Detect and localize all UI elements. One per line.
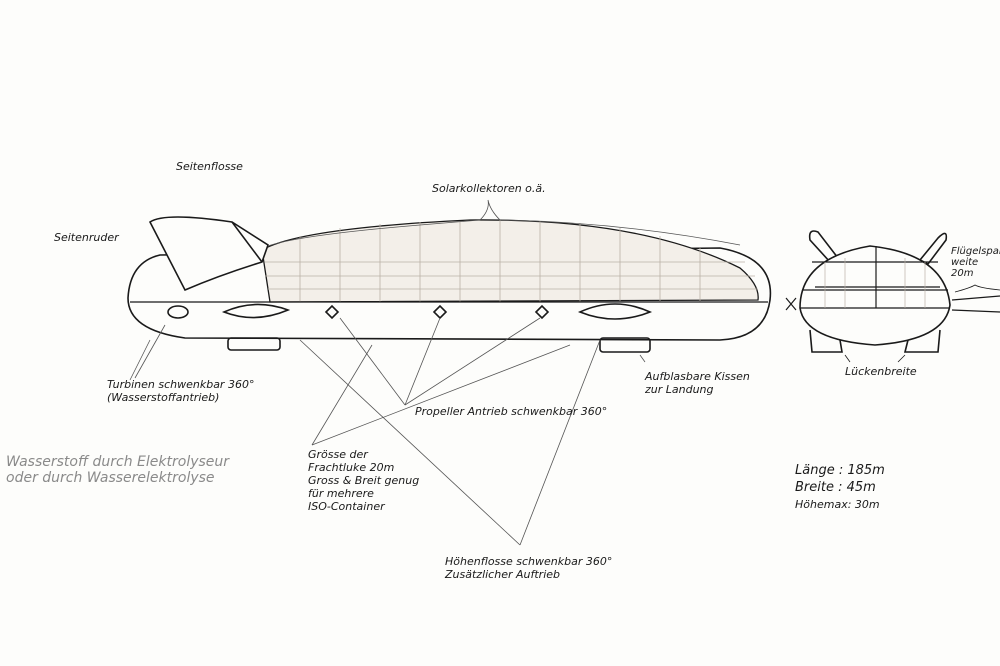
front-fin-left (808, 230, 840, 263)
fracht-line-1: Grösse der (308, 448, 368, 461)
fracht-line-5: ISO-Container (308, 500, 385, 513)
airship-side-view (127, 216, 772, 353)
wing-stub (951, 295, 1000, 313)
solar-panel-area (261, 219, 759, 303)
front-cushion-right (903, 329, 941, 353)
fracht-line-4: für mehrere (308, 487, 374, 500)
label-seitenruder: Seitenruder (54, 231, 119, 244)
front-hull (799, 245, 951, 346)
kissen-line-2: zur Landung (645, 383, 714, 396)
leader-lines (129, 199, 741, 546)
spec-value: : 185m (838, 463, 885, 478)
solar-grid (265, 220, 758, 302)
front-cushion-left (809, 329, 843, 353)
x-mark (785, 297, 797, 311)
specs-list: Länge : 185m Breite : 45m Höhemax: 30m (795, 462, 885, 513)
propeller (534, 304, 550, 320)
spec-hoehe: Höhemax: 30m (795, 496, 885, 513)
turbinen-line-2: (Wasserstoffantrieb) (107, 391, 220, 404)
front-fin-right (918, 232, 948, 266)
fracht-line-3: Gross & Breit genug (308, 474, 420, 487)
spec-value: : 30m (847, 498, 880, 511)
spec-value: : 45m (838, 480, 876, 495)
label-turbinen: Turbinen schwenkbar 360°(Wasserstoffantr… (107, 378, 254, 404)
label-hoehenflosse: Höhenflosse schwenkbar 360°Zusätzlicher … (445, 555, 612, 581)
fluegel-line-1: Flügelspann (951, 246, 1000, 257)
spec-name: Höhemax (795, 498, 848, 511)
propeller (324, 304, 340, 320)
spec-laenge: Länge : 185m (795, 462, 885, 479)
elevator-fin-front (577, 303, 653, 320)
turbine (167, 305, 189, 319)
label-propeller: Propeller Antrieb schwenkbar 360° (415, 405, 608, 418)
hull-outline (127, 247, 772, 341)
rudder-fin (148, 216, 269, 292)
propeller (432, 304, 448, 320)
label-fluegelspannweite: Flügelspann weite 20m (951, 246, 1000, 279)
airship-front-view (785, 230, 1000, 363)
elevator-fin (221, 303, 291, 319)
fracht-line-2: Frachtluke 20m (308, 461, 395, 474)
wasserstoff-line-1: Wasserstoff durch Elektrolyseur (6, 454, 230, 470)
label-seitenflosse: Seitenflosse (176, 160, 243, 173)
label-solar: Solarkollektoren o.ä. (432, 182, 546, 195)
hoehenflosse-line-2: Zusätzlicher Auftrieb (445, 568, 560, 581)
landing-cushion (599, 337, 651, 353)
spec-name: Breite (795, 480, 834, 495)
label-lueckenbreite: Lückenbreite (845, 365, 917, 378)
spec-breite: Breite : 45m (795, 479, 885, 496)
label-frachtluke: Grösse der Frachtluke 20m Gross & Breit … (308, 448, 419, 513)
wasserstoff-line-2: oder durch Wasserelektrolyse (6, 470, 215, 486)
kissen-line-1: Aufblasbare Kissen (645, 370, 750, 383)
fluegel-line-3: 20m (951, 268, 974, 279)
fluegel-line-2: weite (951, 257, 979, 268)
hoehenflosse-line-1: Höhenflosse schwenkbar 360° (445, 555, 613, 568)
landing-cushion (227, 337, 281, 351)
spec-name: Länge (795, 463, 835, 478)
turbinen-line-1: Turbinen schwenkbar 360° (107, 378, 255, 391)
